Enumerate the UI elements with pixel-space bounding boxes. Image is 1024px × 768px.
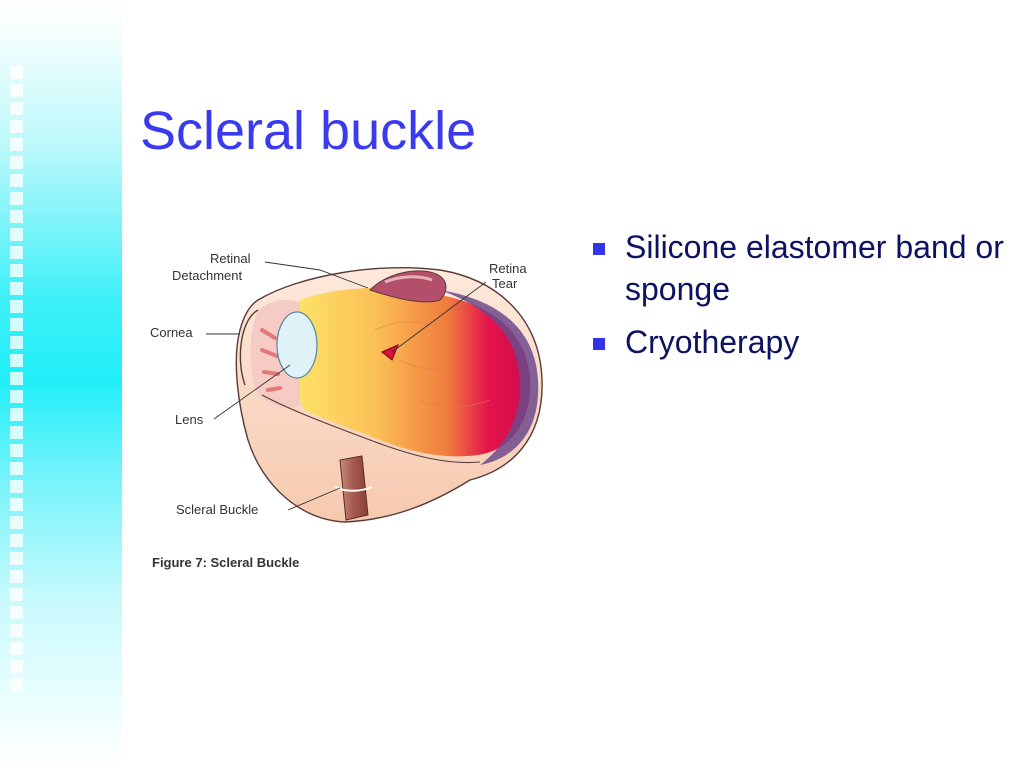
eye-diagram-figure: Retinal Detachment Retina Tear Cornea Le… [150, 251, 543, 570]
bullet-text: Cryotherapy [625, 324, 800, 360]
label-lens: Lens [175, 412, 204, 427]
square-bullet-icon [593, 338, 605, 350]
square-bullet-icon [593, 243, 605, 255]
label-retinal: Retinal [210, 251, 251, 266]
label-scleral-buckle: Scleral Buckle [176, 502, 258, 517]
vitreous-body [294, 288, 531, 457]
label-detachment: Detachment [172, 268, 242, 283]
slide-title: Scleral buckle [140, 101, 477, 161]
cornea-outline [239, 309, 259, 386]
bullet-item: Cryotherapy [590, 321, 1010, 363]
label-tear: Tear [492, 276, 518, 291]
label-cornea: Cornea [150, 325, 193, 340]
bullet-item: Silicone elastomer band or sponge [590, 226, 1010, 310]
bullet-list: Silicone elastomer band or sponge Cryoth… [590, 226, 1010, 374]
decorative-side-band [0, 0, 122, 768]
retina-tear-marker [381, 344, 399, 361]
decorative-square-column [10, 66, 26, 696]
scleral-buckle-band [339, 455, 369, 521]
lens-shape [276, 311, 318, 379]
figure-caption: Figure 7: Scleral Buckle [152, 555, 299, 570]
bullet-text: Silicone elastomer band or sponge [625, 229, 1004, 307]
label-retina: Retina [489, 261, 527, 276]
choroid-layer [440, 290, 539, 465]
